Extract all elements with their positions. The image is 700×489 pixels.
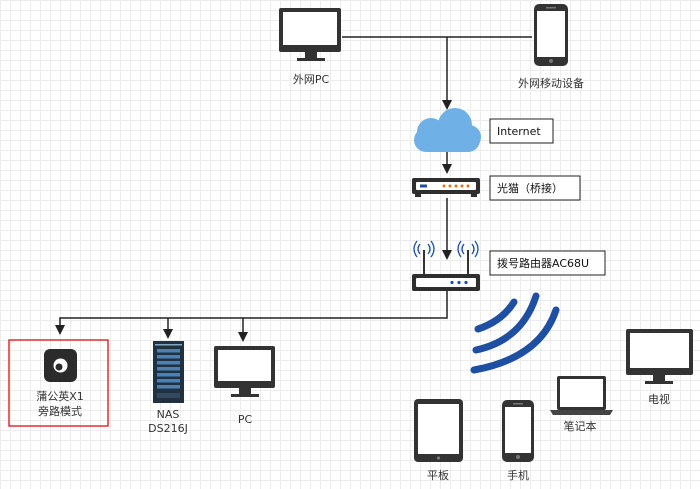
pgy-label-line2: 旁路模式: [38, 404, 82, 418]
laptop-label: 笔记本: [564, 419, 597, 433]
external-pc-label: 外网PC: [293, 73, 330, 86]
internet-label-box: [489, 118, 554, 144]
tablet-icon: [414, 399, 463, 462]
router-label-box: [489, 250, 606, 276]
optical-modem-label: 光猫（桥接）: [497, 181, 563, 195]
tv-node: 电视: [626, 329, 693, 406]
pgy-x1-node: 蒲公英X1 旁路模式: [8, 339, 109, 427]
external-pc-node: 外网PC: [279, 8, 341, 86]
highlight-box: [8, 339, 109, 427]
modem-icon: [412, 178, 480, 197]
nas-label-line2: DS216J: [148, 422, 188, 435]
router-node: 拨号路由器AC68U: [412, 240, 606, 291]
nas-server-icon: [153, 341, 184, 403]
lan-line-pgy: [55, 291, 448, 335]
laptop-node: 笔记本: [550, 376, 613, 433]
cloud-icon: [414, 108, 481, 152]
monitor-icon: [279, 8, 341, 61]
connection-lines: [55, 36, 532, 342]
pgy-device-icon: [44, 349, 77, 382]
tv-label: 电视: [648, 392, 670, 406]
smartphone-icon: [534, 4, 568, 66]
monitor-icon: [214, 346, 275, 397]
wifi-signal-icon: [470, 292, 560, 374]
lan-pc-label: PC: [238, 413, 253, 426]
optical-modem-node: 光猫（桥接）: [412, 175, 581, 201]
router-icon: [412, 240, 480, 291]
tablet-node: 平板: [414, 399, 463, 482]
external-mobile-node: 外网移动设备: [518, 4, 584, 90]
external-mobile-label: 外网移动设备: [518, 76, 584, 90]
pgy-label-line1: 蒲公英X1: [36, 389, 84, 403]
router-label: 拨号路由器AC68U: [497, 256, 589, 270]
tv-monitor-icon: [626, 329, 693, 384]
optical-modem-label-box: [489, 175, 581, 201]
tablet-label: 平板: [427, 468, 449, 482]
internet-node: Internet: [414, 108, 554, 152]
smartphone-icon: [502, 400, 534, 462]
nas-label-line1: NAS: [157, 408, 180, 421]
phone-label: 手机: [507, 468, 529, 482]
lan-pc-node: PC: [214, 346, 275, 426]
internet-label: Internet: [497, 125, 541, 138]
laptop-icon: [550, 376, 613, 415]
phone-node: 手机: [502, 400, 534, 482]
nas-node: NAS DS216J: [148, 341, 188, 435]
